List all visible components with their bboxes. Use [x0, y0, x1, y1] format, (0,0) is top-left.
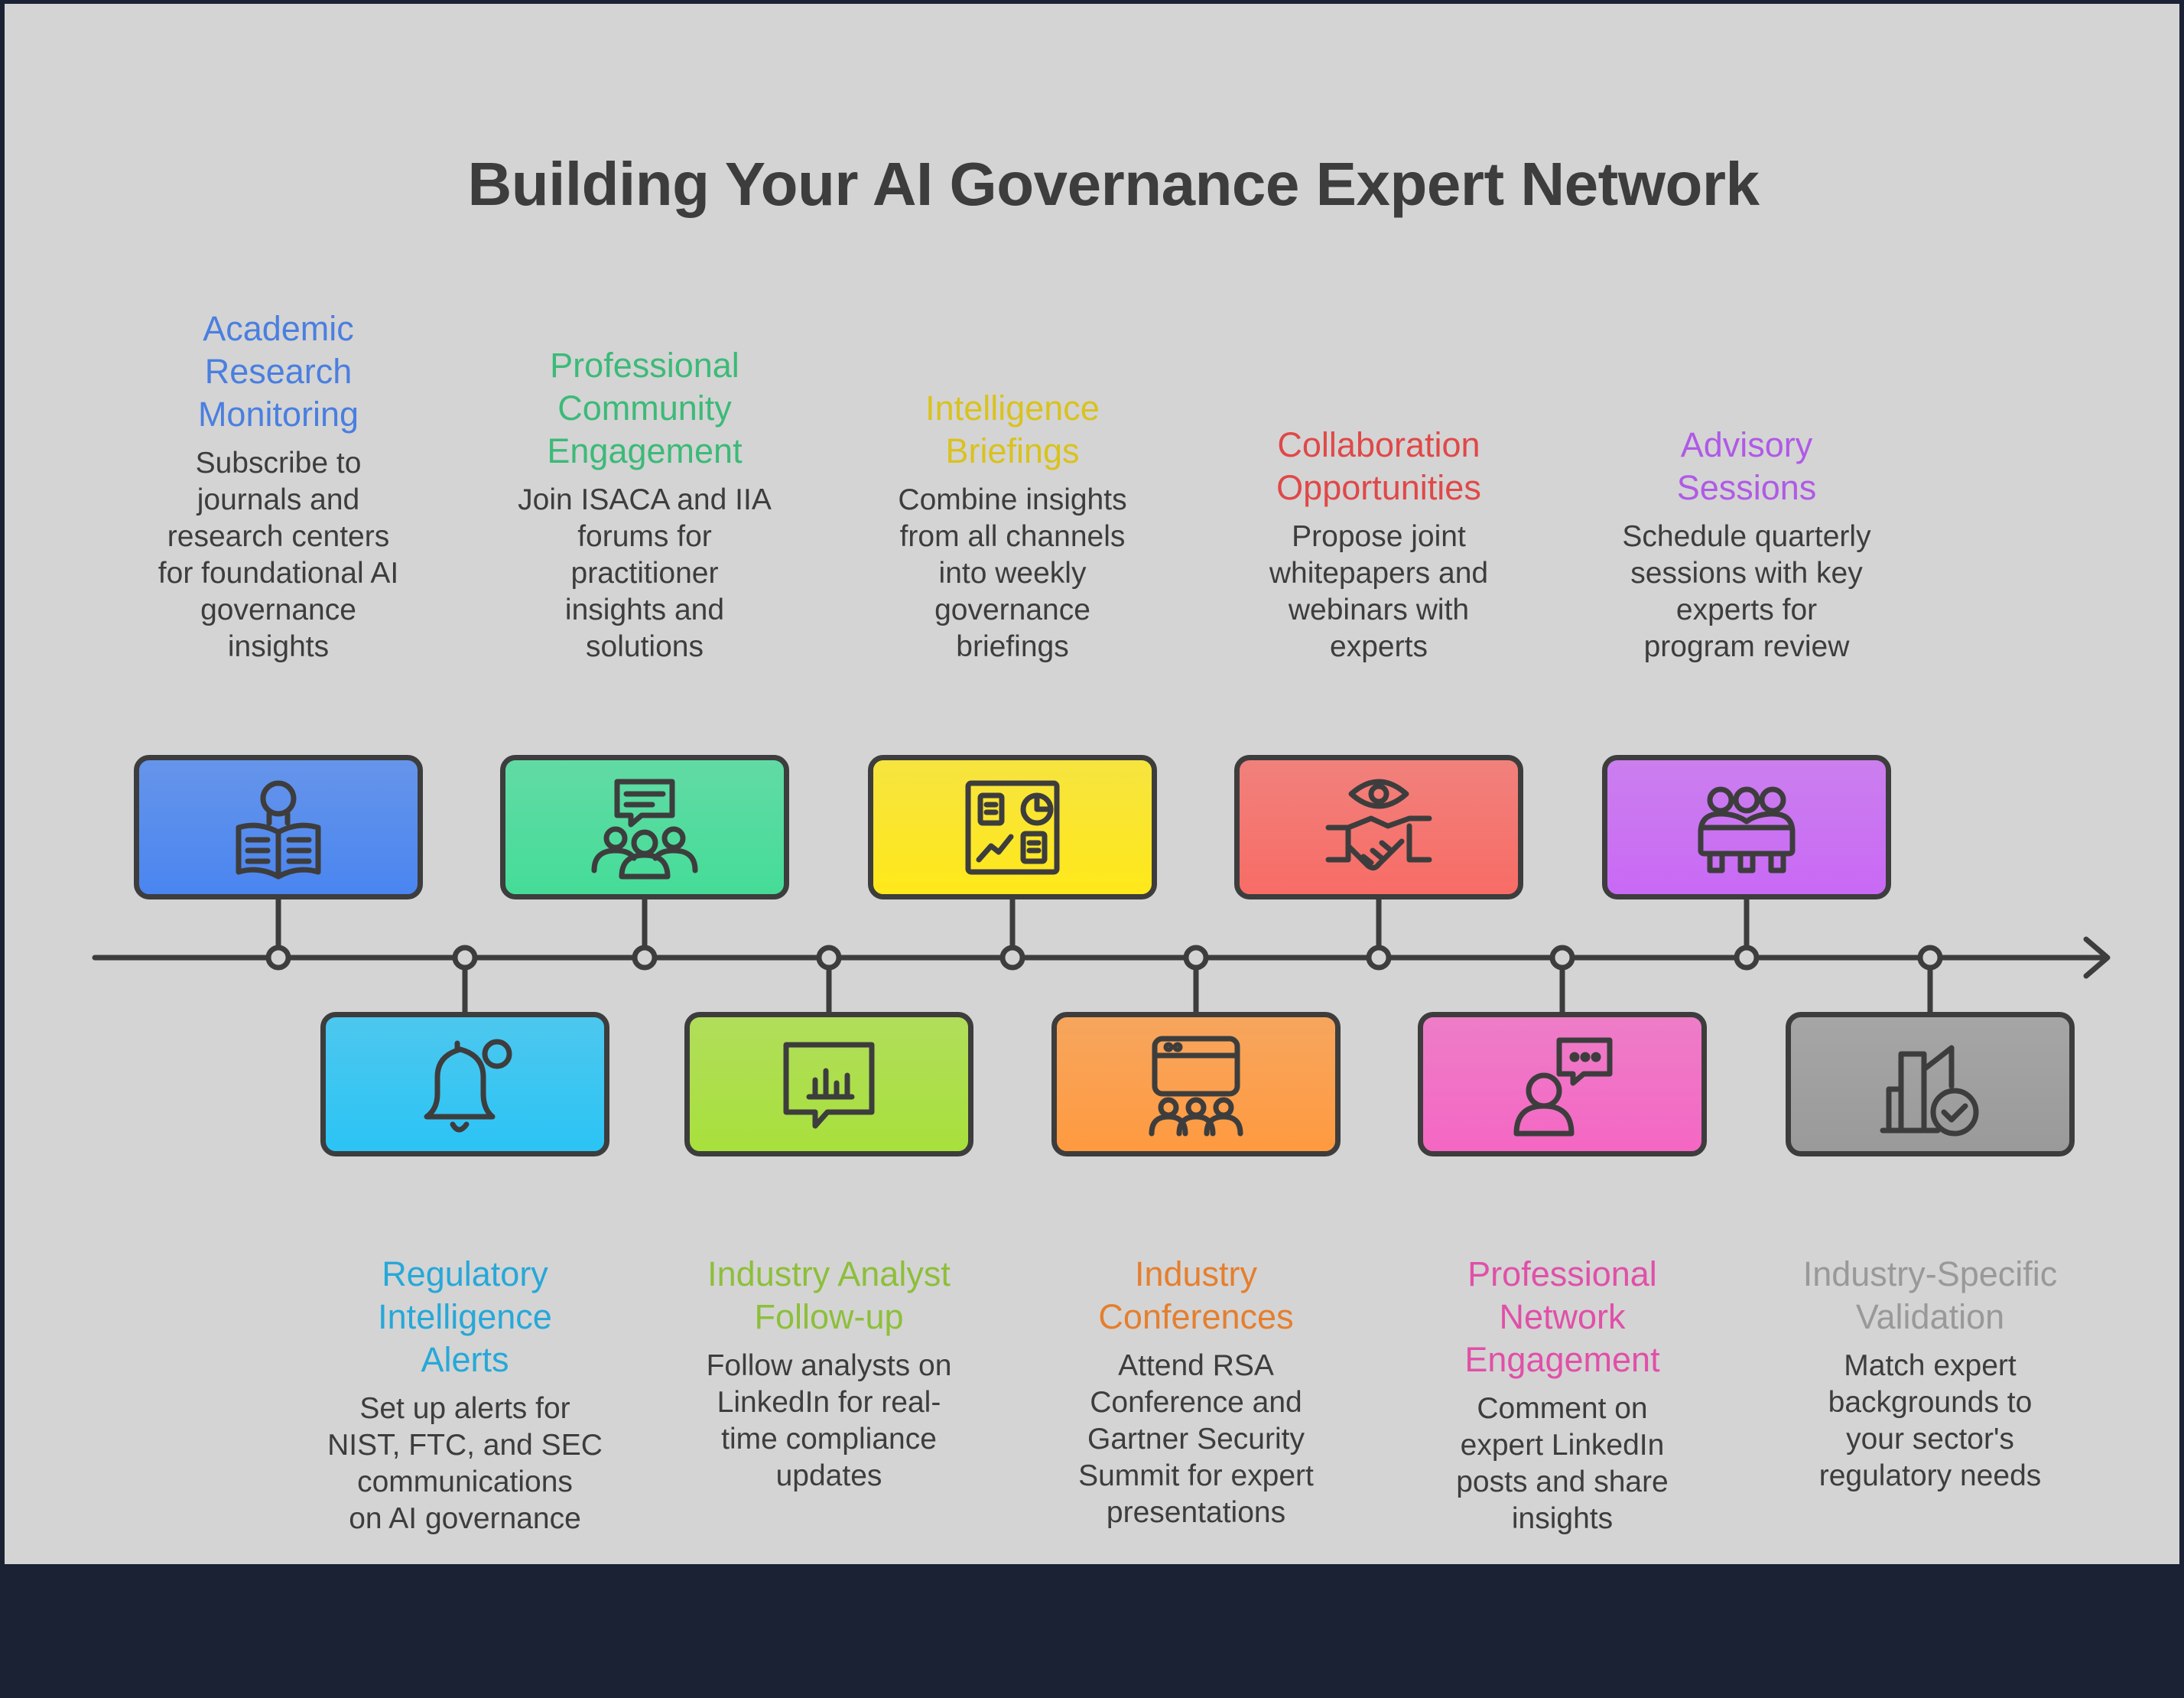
timeline-node	[999, 945, 1025, 971]
step-description: Schedule quarterly sessions with key exp…	[1622, 520, 1871, 663]
timeline-node	[816, 945, 842, 971]
step-icon-box	[684, 1012, 973, 1156]
meeting-table-icon	[1698, 786, 1796, 873]
step-icon-box	[868, 755, 1157, 899]
step-heading: Industry Conferences	[1098, 1254, 1294, 1336]
step-description: Join ISACA and IIA forums for practition…	[518, 483, 772, 663]
step-heading: Intelligence Briefings	[925, 389, 1100, 470]
step-icon-box	[320, 1012, 609, 1156]
person-comment-icon	[1513, 1037, 1613, 1136]
step-heading: Regulatory Intelligence Alerts	[378, 1254, 552, 1379]
timeline-node	[632, 945, 658, 971]
presentation-audience-icon	[1149, 1036, 1243, 1136]
step-icon-box	[1786, 1012, 2075, 1156]
step-description: Attend RSA Conference and Gartner Securi…	[1078, 1349, 1314, 1529]
step-heading: Advisory Sessions	[1676, 425, 1817, 507]
step-description: Set up alerts for NIST, FTC, and SEC com…	[327, 1392, 603, 1535]
page-title: Building Your AI Governance Expert Netwo…	[467, 150, 1760, 218]
bell-notification-icon	[424, 1039, 512, 1132]
step-icon-box	[1602, 755, 1891, 899]
step-heading: Professional Community Engagement	[547, 346, 743, 470]
step-heading: Academic Research Monitoring	[197, 309, 359, 434]
timeline-node	[265, 945, 291, 971]
chart-message-icon	[783, 1042, 875, 1128]
timeline-node	[1734, 945, 1760, 971]
timeline-node	[1549, 945, 1575, 971]
reading-person-icon	[236, 780, 321, 879]
step-description: Comment on expert LinkedIn posts and sha…	[1456, 1392, 1669, 1535]
footer-bar	[0, 1564, 2184, 1698]
step-icon-box	[500, 755, 789, 899]
step-description: Combine insights from all channels into …	[898, 483, 1127, 663]
dashboard-icon	[965, 780, 1060, 874]
step-heading: Professional Network Engagement	[1464, 1254, 1660, 1379]
timeline-node	[1366, 945, 1392, 971]
timeline-node	[452, 945, 478, 971]
step-icon-box	[1234, 755, 1523, 899]
step-icon-box	[134, 755, 423, 899]
step-description: Match expert backgrounds to your sector'…	[1818, 1349, 2042, 1492]
step-description: Subscribe to journals and research cente…	[158, 447, 399, 663]
timeline-node	[1917, 945, 1943, 971]
step-icon-box	[1051, 1012, 1341, 1156]
timeline-arrow-head	[2083, 936, 2111, 979]
step-heading: Industry-Specific Validation	[1802, 1254, 2058, 1336]
step-icon-box	[1418, 1012, 1707, 1156]
community-chat-icon	[591, 779, 698, 879]
handshake-eye-icon	[1325, 779, 1432, 870]
step-heading: Collaboration Opportunities	[1276, 425, 1481, 507]
step-description: Propose joint whitepapers and webinars w…	[1269, 520, 1489, 663]
building-check-icon	[1880, 1045, 1979, 1136]
step-heading: Industry Analyst Follow-up	[707, 1254, 951, 1336]
timeline-node	[1183, 945, 1209, 971]
step-description: Follow analysts on LinkedIn for real- ti…	[706, 1349, 952, 1492]
